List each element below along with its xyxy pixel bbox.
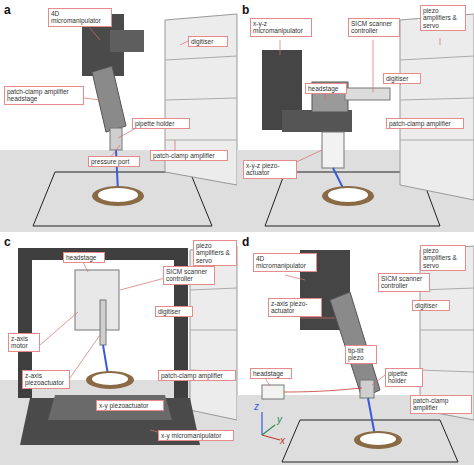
callout-text: patch-clamp amplifier — [161, 372, 233, 379]
callout-text: pressure port — [91, 158, 137, 165]
callout-box: headstage — [63, 252, 105, 263]
callout-text: z-axis piezo-actuator — [271, 300, 319, 315]
callout-box: pipette holder — [132, 118, 190, 129]
callout-text: 4D micromanipulator — [51, 10, 109, 25]
callout-text: piezo amplifiers & servo — [423, 247, 463, 269]
axis-label: x — [280, 436, 285, 446]
callout-box: 4D micromanipulator — [253, 253, 317, 272]
panel-b-art — [237, 14, 474, 232]
callout-box: patch-clamp amplifier — [158, 370, 236, 381]
callout-text: pipette holder — [388, 370, 420, 385]
callout-box: x-y-z piezo-actuator — [243, 160, 297, 179]
callout-box: piezo amplifiers & servo — [420, 5, 466, 31]
callout-box: patch-clamp amplifier — [386, 118, 464, 129]
callout-box: digitiser — [383, 73, 421, 84]
callout-text: SICM scanner controller — [166, 268, 212, 283]
panel-d-art — [237, 246, 474, 465]
callout-box: patch-clamp amplifier headstage — [4, 86, 84, 105]
callout-text: x-y-z micromanipulator — [253, 20, 309, 35]
callout-box: digitiser — [412, 300, 450, 311]
callout-box: piezo amplifiers & servo — [193, 240, 237, 266]
callout-text: pipette holder — [135, 120, 187, 127]
panel-c-art — [0, 246, 237, 465]
callout-text: headstage — [308, 85, 344, 92]
callout-box: SICM scanner controller — [163, 266, 215, 285]
callout-text: digitiser — [191, 38, 225, 45]
panel-letter: a — [4, 4, 11, 16]
callout-text: x-y micromanipulator — [161, 432, 231, 439]
callout-box: digitiser — [155, 306, 193, 317]
callout-box: z-axis motor — [8, 333, 40, 352]
callout-box: x-y-z micromanipulator — [250, 18, 312, 37]
callout-box: z-axis piezo-actuator — [268, 298, 322, 317]
callout-box: SICM scanner controller — [378, 273, 430, 292]
callout-text: piezo amplifiers & servo — [423, 7, 463, 29]
callout-text: digitiser — [386, 75, 418, 82]
callout-box: SICM scanner controller — [348, 18, 400, 37]
callout-box: x-y micromanipulator — [158, 430, 234, 441]
callout-box: patch-clamp amplifier — [410, 395, 472, 414]
callout-text: digitiser — [415, 302, 447, 309]
callout-box: 4D micromanipulator — [48, 8, 112, 27]
callout-text: patch-clamp amplifier — [413, 397, 469, 412]
callout-text: digitiser — [158, 308, 190, 315]
callout-text: z-axis piezoactuator — [25, 372, 67, 387]
callout-text: patch-clamp amplifier — [389, 120, 461, 127]
callout-text: headstage — [66, 254, 102, 261]
callout-text: patch-clamp amplifier headstage — [7, 88, 81, 103]
panel-letter: d — [242, 236, 249, 248]
callout-text: x-y piezoactuator — [99, 402, 161, 409]
callout-text: tip-tilt piezo — [348, 347, 374, 362]
panel-letter: c — [4, 236, 11, 248]
callout-box: z-axis piezoactuator — [22, 370, 70, 389]
axis-label: z — [254, 402, 259, 412]
callout-box: headstage — [305, 83, 347, 94]
panel-letter: b — [242, 4, 249, 16]
callout-box: pressure port — [88, 156, 140, 167]
callout-text: patch-clamp amplifier — [153, 152, 225, 159]
callout-text: 4D micromanipulator — [256, 255, 314, 270]
callout-box: headstage — [250, 368, 292, 379]
panel-a-art — [0, 14, 237, 232]
callout-box: pipette holder — [385, 368, 423, 387]
callout-text: z-axis motor — [11, 335, 37, 350]
callout-box: tip-tilt piezo — [345, 345, 377, 364]
callout-text: x-y-z piezo-actuator — [246, 162, 294, 177]
callout-box: piezo amplifiers & servo — [420, 245, 466, 271]
callout-box: digitiser — [188, 36, 228, 47]
callout-text: SICM scanner controller — [351, 20, 397, 35]
callout-text: SICM scanner controller — [381, 275, 427, 290]
callout-box: x-y piezoactuator — [96, 400, 164, 411]
callout-text: headstage — [253, 370, 289, 377]
callout-text: piezo amplifiers & servo — [196, 242, 234, 264]
axis-label: y — [277, 415, 282, 425]
callout-box: patch-clamp amplifier — [150, 150, 228, 161]
